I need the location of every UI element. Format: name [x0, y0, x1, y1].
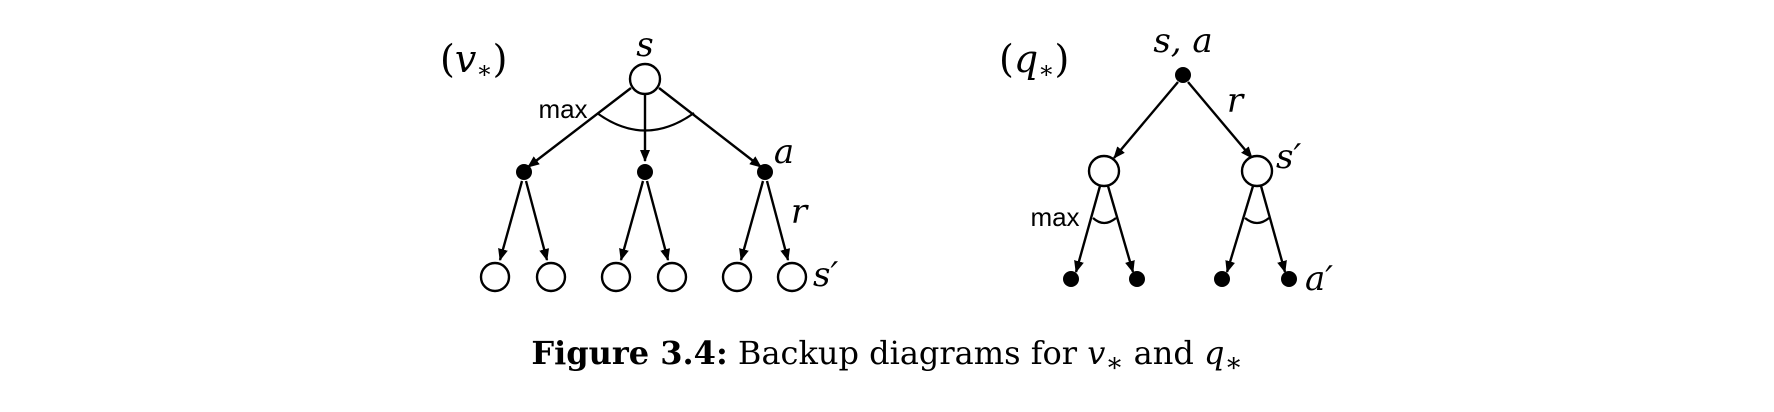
caption-text-mid: and: [1123, 334, 1204, 372]
next-state-node-4: [656, 261, 688, 293]
q-star-tag: (q∗): [999, 37, 1069, 84]
next-state-node-right: [1240, 154, 1274, 188]
max-label: max: [538, 94, 587, 124]
root-action-node: [1175, 67, 1191, 83]
action-node-1: [516, 164, 532, 180]
edge-state-right-to-action-3: [1225, 185, 1255, 273]
edge-state-left-to-action-1: [1074, 185, 1102, 273]
figure-caption: Figure 3.4: Backup diagrams for v∗ and q…: [0, 334, 1774, 378]
next-state-node-3: [600, 261, 632, 293]
caption-sub-v: ∗: [1105, 347, 1124, 379]
reward-label: r: [791, 192, 809, 232]
v-star-backup-diagram: (v∗) s max a r s′: [440, 25, 838, 295]
next-state-label-right: s′: [1276, 137, 1301, 177]
caption-symbol-q: q: [1203, 334, 1225, 372]
root-state-node: [628, 62, 662, 96]
edge-root-to-action-3: [658, 87, 762, 168]
next-state-node-left: [1087, 154, 1121, 188]
caption-prefix: Figure 3.4:: [531, 334, 728, 372]
next-action-node-4: [1281, 271, 1297, 287]
caption-symbol-v: v: [1087, 334, 1106, 372]
next-state-label: s′: [813, 255, 838, 295]
edge-root-to-action-1: [527, 87, 632, 168]
next-action-node-2: [1129, 271, 1145, 287]
edge-action-3-to-state-5: [739, 180, 765, 261]
next-state-node-2: [535, 261, 567, 293]
edge-action-3-to-state-6: [765, 180, 791, 261]
edge-action-1-to-state-2: [524, 180, 550, 261]
next-state-node-5: [721, 261, 753, 293]
caption-sub-q: ∗: [1224, 347, 1243, 379]
next-state-node-6: [776, 261, 808, 293]
edge-state-right-to-action-4: [1259, 185, 1287, 273]
action-node-3: [757, 164, 773, 180]
root-state-label: s: [636, 25, 653, 65]
v-star-tag: (v∗): [440, 37, 507, 84]
edge-state-left-to-action-2: [1106, 185, 1135, 273]
q-star-backup-diagram: (q∗) s, a r s′ max a′: [999, 21, 1333, 299]
edge-action-1-to-state-1: [498, 180, 524, 261]
caption-text-before: Backup diagrams for: [727, 334, 1088, 372]
max-arc: [596, 112, 695, 132]
edge-action-2-to-state-4: [645, 180, 671, 261]
edge-action-2-to-state-3: [619, 180, 645, 261]
action-label: a: [774, 132, 794, 172]
edge-root-to-state-1: [1113, 81, 1179, 159]
max-label-right: max: [1030, 202, 1079, 232]
next-action-label: a′: [1305, 259, 1333, 299]
next-action-node-1: [1063, 271, 1079, 287]
max-arc-right: [1244, 217, 1270, 225]
reward-label-right: r: [1227, 81, 1245, 121]
action-node-2: [637, 164, 653, 180]
max-arc-left: [1092, 217, 1117, 225]
root-state-action-label: s, a: [1153, 21, 1212, 61]
edge-root-to-state-2: [1187, 81, 1253, 159]
next-action-node-3: [1214, 271, 1230, 287]
next-state-node-1: [479, 261, 511, 293]
